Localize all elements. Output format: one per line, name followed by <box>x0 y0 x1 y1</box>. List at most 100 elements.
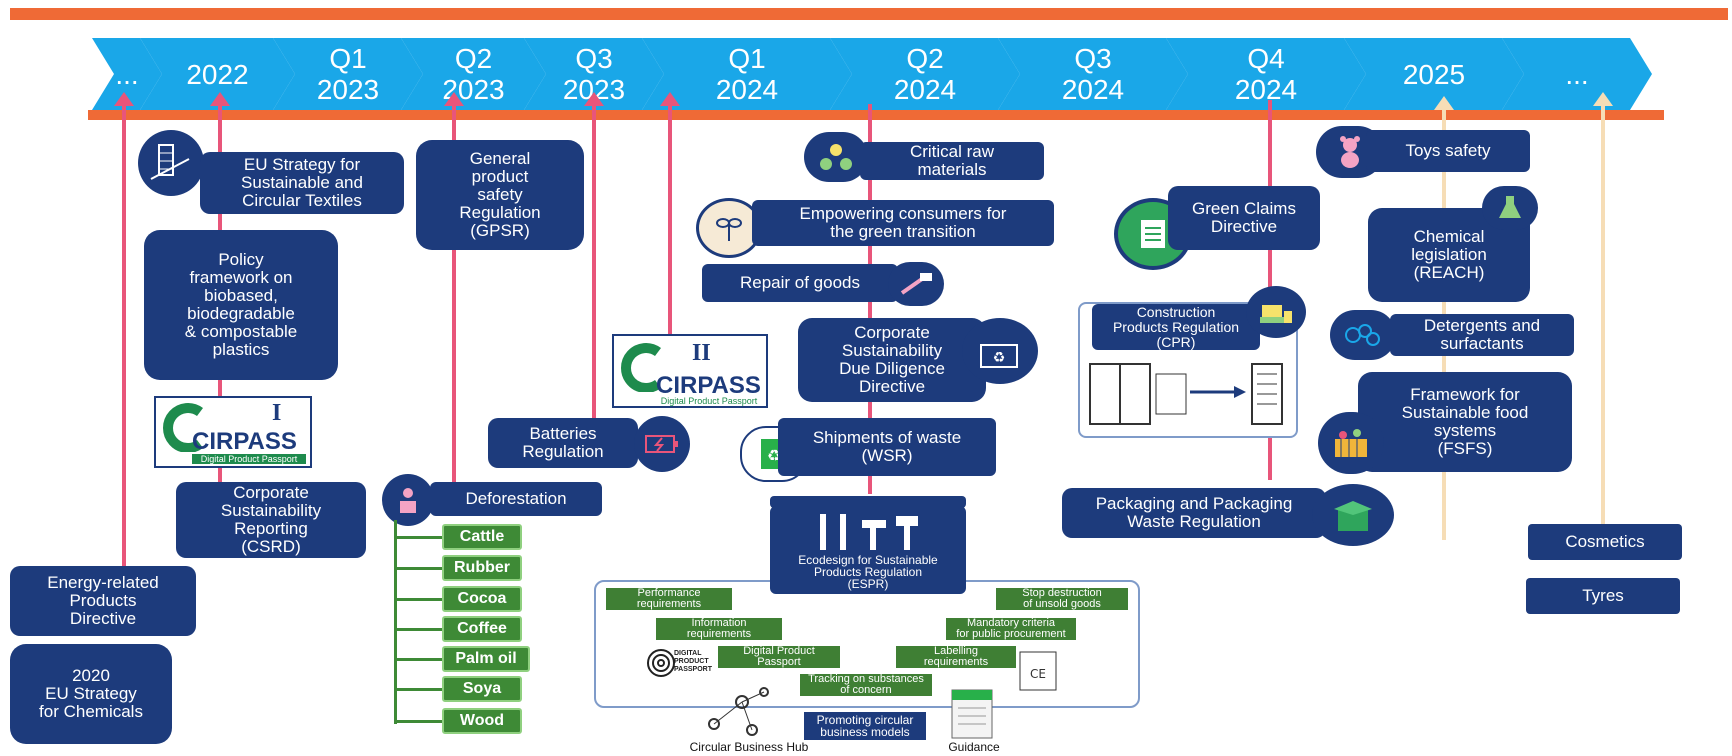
period-chevron: 2022 <box>140 38 295 110</box>
item-detergents[interactable]: Detergents and surfactants <box>1390 314 1574 356</box>
commodity-cocoa[interactable]: Cocoa <box>442 586 522 612</box>
arrowhead-icon <box>1434 96 1454 110</box>
espr-stop-destruction[interactable]: Stop destruction of unsold goods <box>996 588 1128 610</box>
item-tyres[interactable]: Tyres <box>1526 578 1680 614</box>
item-energy-related[interactable]: Energy-related Products Directive <box>10 566 196 636</box>
period-label: Q3 2023 <box>562 43 626 105</box>
textile-icon <box>138 130 204 196</box>
period-label: Q1 2024 <box>715 43 779 105</box>
tree-branch <box>394 598 444 601</box>
item-eu-chemicals-2020[interactable]: 2020 EU Strategy for Chemicals <box>10 644 172 744</box>
connector-line <box>668 96 672 336</box>
commodity-palm-oil[interactable]: Palm oil <box>442 646 530 672</box>
connector-line <box>1601 96 1605 526</box>
item-batteries[interactable]: Batteries Regulation <box>488 418 638 468</box>
network-hub-icon <box>708 687 769 736</box>
battery-icon <box>634 416 690 472</box>
item-cosmetics[interactable]: Cosmetics <box>1528 524 1682 560</box>
period-chevron: ... <box>92 38 162 110</box>
item-cpr[interactable]: Construction Products Regulation (CPR) <box>1092 304 1260 350</box>
arrowhead-icon <box>1593 92 1613 106</box>
period-chevron: Q2 2024 <box>830 38 1020 110</box>
commodity-rubber[interactable]: Rubber <box>442 555 522 581</box>
item-csrd[interactable]: Corporate Sustainability Reporting (CSRD… <box>176 482 366 558</box>
item-biobased-plastics[interactable]: Policy framework on biobased, biodegrada… <box>144 230 338 380</box>
period-label: Q2 2024 <box>893 43 957 105</box>
raw-materials-icon <box>804 132 868 182</box>
tree-branch <box>394 720 444 723</box>
cirpass-logo: I CIRPASS Digital Product Passport <box>154 396 312 468</box>
arrowhead-icon <box>210 92 230 106</box>
period-label: Q4 2024 <box>1234 43 1298 105</box>
guidance-document-icon <box>951 689 993 739</box>
label-card-icon: CE <box>1019 651 1057 691</box>
tree-line <box>394 520 397 724</box>
period-chevron: 2025 <box>1344 38 1524 110</box>
commodity-coffee[interactable]: Coffee <box>442 616 522 642</box>
svg-text:♻: ♻ <box>993 350 1006 366</box>
item-green-claims[interactable]: Green Claims Directive <box>1168 186 1320 250</box>
espr-title: Ecodesign for Sustainable Products Regul… <box>798 553 938 591</box>
item-critical-raw-materials[interactable]: Critical raw materials <box>860 142 1044 180</box>
item-shipments-of-waste[interactable]: Shipments of waste (WSR) <box>778 418 996 476</box>
item-fsfs[interactable]: Framework for Sustainable food systems (… <box>1358 372 1572 472</box>
connector-line <box>592 96 596 426</box>
period-chevron: Q1 2023 <box>273 38 423 110</box>
period-chevron: Q3 2024 <box>998 38 1188 110</box>
bulldozer-icon <box>1246 286 1306 338</box>
cirpass-logo: II CIRPASS Digital Product Passport <box>612 334 768 408</box>
connector-line <box>452 96 456 496</box>
tree-branch <box>394 567 444 570</box>
timeline-axis-bar <box>88 110 1664 120</box>
commodity-wood[interactable]: Wood <box>442 708 522 734</box>
period-chevron: Q1 2024 <box>642 38 852 110</box>
food-basket-icon <box>1318 412 1384 474</box>
espr-information[interactable]: Information requirements <box>656 618 782 640</box>
connector-line <box>122 96 126 566</box>
commodity-soya[interactable]: Soya <box>442 676 522 702</box>
fingerprint-icon <box>647 649 675 677</box>
item-gpsr[interactable]: General product safety Regulation (GPSR) <box>416 140 584 250</box>
svg-text:♻: ♻ <box>767 446 781 465</box>
arrowhead-icon <box>114 92 134 106</box>
top-accent-bar <box>10 8 1728 20</box>
arrowhead-icon <box>584 92 604 106</box>
espr-labelling[interactable]: Labelling requirements <box>896 646 1016 668</box>
recycle-factory-icon: ♻ <box>962 318 1038 384</box>
item-reach[interactable]: Chemical legislation (REACH) <box>1368 208 1530 302</box>
item-eu-textiles[interactable]: EU Strategy for Sustainable and Circular… <box>200 152 404 214</box>
period-label: ... <box>1565 58 1589 90</box>
tree-branch <box>394 536 444 539</box>
tree-branch <box>394 658 444 661</box>
espr-toolbox-frame <box>770 496 966 508</box>
item-toys-safety[interactable]: Toys safety <box>1366 130 1530 172</box>
item-csddd[interactable]: Corporate Sustainability Due Diligence D… <box>798 318 986 402</box>
guidance-label: Guidance <box>948 740 1000 754</box>
flask-icon <box>1482 186 1538 230</box>
item-deforestation[interactable]: Deforestation <box>430 482 602 516</box>
window-building-icon <box>1089 363 1283 425</box>
espr-promoting[interactable]: Promoting circular business models <box>804 712 926 740</box>
espr-performance[interactable]: Performance requirements <box>606 588 732 610</box>
espr-toolbox <box>770 506 966 594</box>
arrowhead-icon <box>660 92 680 106</box>
deforestation-icon <box>382 474 434 526</box>
period-chevron: ... <box>1502 38 1652 110</box>
hammer-icon <box>888 262 944 306</box>
item-ppwr[interactable]: Packaging and Packaging Waste Regulation <box>1062 488 1326 538</box>
period-label: 2025 <box>1402 58 1466 90</box>
espr-mandatory-criteria[interactable]: Mandatory criteria for public procuremen… <box>946 618 1076 640</box>
period-chevron: Q2 2023 <box>401 38 546 110</box>
item-repair-of-goods[interactable]: Repair of goods <box>702 264 898 302</box>
commodity-cattle[interactable]: Cattle <box>442 524 522 550</box>
period-chevron: Q3 2023 <box>524 38 664 110</box>
period-label: 2022 <box>186 58 249 90</box>
item-empowering-consumers[interactable]: Empowering consumers for the green trans… <box>752 200 1054 246</box>
period-label: Q1 2023 <box>316 43 380 105</box>
espr-dpp[interactable]: Digital Product Passport <box>718 646 840 668</box>
tree-branch <box>394 628 444 631</box>
tree-branch <box>394 688 444 691</box>
period-label: Q3 2024 <box>1061 43 1125 105</box>
arrowhead-icon <box>444 92 464 106</box>
espr-tracking-substances[interactable]: Tracking on substances of concern <box>800 674 932 696</box>
